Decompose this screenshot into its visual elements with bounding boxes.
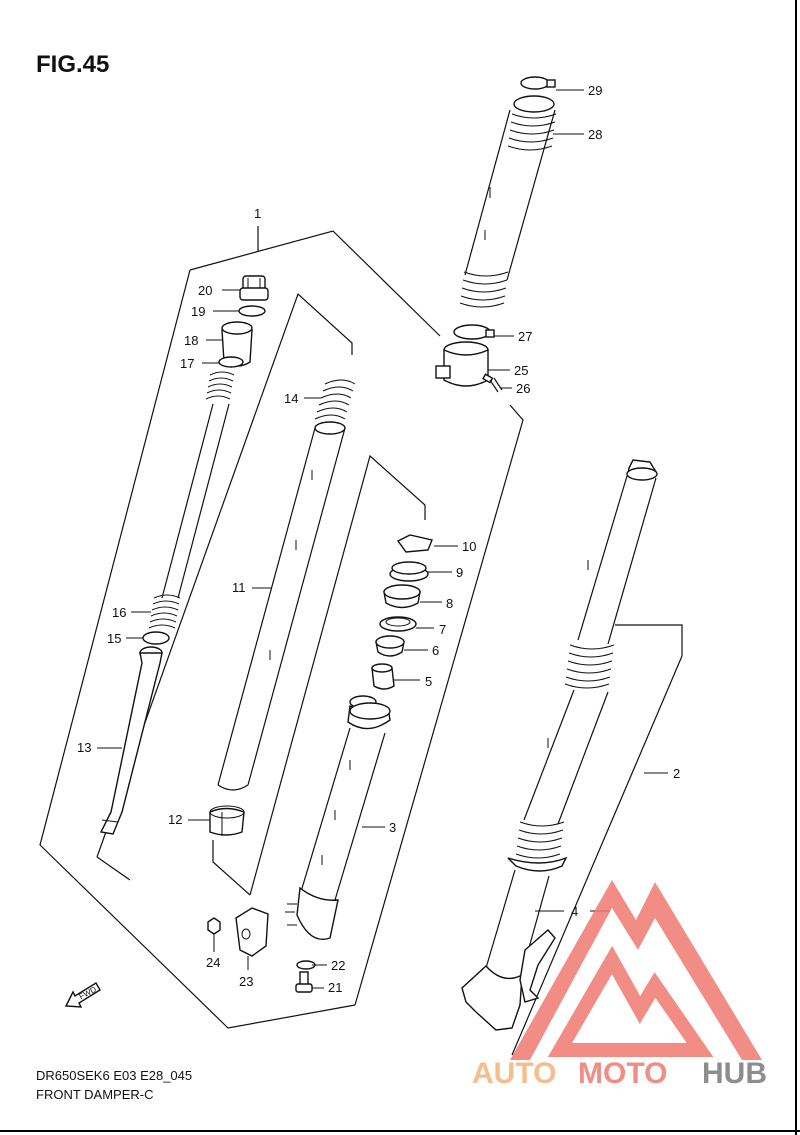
label-part-5: 5 — [425, 674, 432, 689]
label-part-19: 19 — [191, 304, 205, 319]
part-2-fork-assembly — [461, 459, 658, 1031]
label-part-13: 13 — [77, 740, 91, 755]
label-part-1: 1 — [254, 206, 261, 221]
label-part-11: 11 — [232, 580, 246, 595]
assembly-2-outline — [511, 624, 683, 1056]
part-23-bracket — [235, 907, 269, 957]
label-part-22: 22 — [331, 958, 345, 973]
label-part-17: 17 — [180, 356, 194, 371]
damper-rod — [161, 403, 230, 599]
label-part-8: 8 — [446, 596, 453, 611]
part-8-oil-seal — [383, 584, 421, 609]
fwd-arrow-icon: FWD — [64, 982, 101, 1008]
automotohub-watermark-logo: AUTO MOTO HUB — [472, 880, 767, 1090]
part-21-bolt — [295, 971, 313, 993]
spring-top-coils — [205, 371, 235, 400]
label-part-6: 6 — [432, 643, 439, 658]
watermark-auto: AUTO — [472, 1057, 556, 1090]
part-12-collar — [209, 805, 245, 836]
label-part-9: 9 — [456, 565, 463, 580]
label-part-25: 25 — [514, 363, 528, 378]
part-6-bushing — [375, 635, 405, 657]
part-5-bushing — [371, 663, 395, 690]
label-part-28: 28 — [588, 127, 602, 142]
label-part-12: 12 — [168, 812, 182, 827]
figure-title: FIG.45 — [36, 51, 109, 78]
part-27-clamp — [453, 324, 495, 340]
label-part-7: 7 — [439, 622, 446, 637]
footer-code: DR650SEK6 E03 E28_045 — [36, 1068, 192, 1083]
label-part-21: 21 — [328, 980, 342, 995]
label-part-14: 14 — [284, 391, 298, 406]
part-26-bolt — [482, 373, 503, 393]
part-14-spring — [314, 379, 356, 420]
leader-lines — [97, 89, 668, 989]
part-9-dust-seal — [389, 561, 429, 582]
part-20-cap-bolt — [239, 275, 269, 301]
label-part-18: 18 — [184, 333, 198, 348]
part-19-o-ring — [238, 305, 266, 317]
label-part-29: 29 — [588, 83, 602, 98]
part-number-labels: 1 2 3 4 5 6 7 8 9 10 11 12 13 14 15 16 1… — [77, 83, 680, 995]
label-part-3: 3 — [389, 820, 396, 835]
footer-name: FRONT DAMPER-C — [36, 1087, 153, 1102]
part-11-inner-tube — [217, 421, 346, 791]
part-7-washer — [379, 616, 417, 632]
part-16-spring — [148, 594, 181, 629]
part-10-seal-plate — [396, 534, 433, 553]
label-part-4: 4 — [571, 904, 578, 919]
part-29-clamp — [520, 76, 556, 90]
label-part-16: 16 — [112, 605, 126, 620]
label-part-2: 2 — [673, 766, 680, 781]
label-part-10: 10 — [462, 539, 476, 554]
watermark-moto: MOTO — [578, 1057, 667, 1090]
part-3-outer-tube — [285, 695, 391, 940]
part-17-washer — [218, 356, 244, 368]
label-part-26: 26 — [516, 381, 530, 396]
watermark-hub: HUB — [702, 1057, 767, 1090]
label-part-27: 27 — [518, 329, 532, 344]
label-part-20: 20 — [198, 283, 212, 298]
assembly-1-outline — [39, 226, 524, 1029]
part-13-rod-lower — [99, 646, 163, 835]
part-15-washer — [142, 631, 170, 645]
part-25-holder — [435, 341, 489, 387]
label-part-23: 23 — [239, 974, 253, 989]
label-part-24: 24 — [206, 955, 220, 970]
part-28-boot — [459, 95, 557, 308]
label-part-15: 15 — [107, 631, 121, 646]
part-24-nut — [207, 917, 221, 935]
